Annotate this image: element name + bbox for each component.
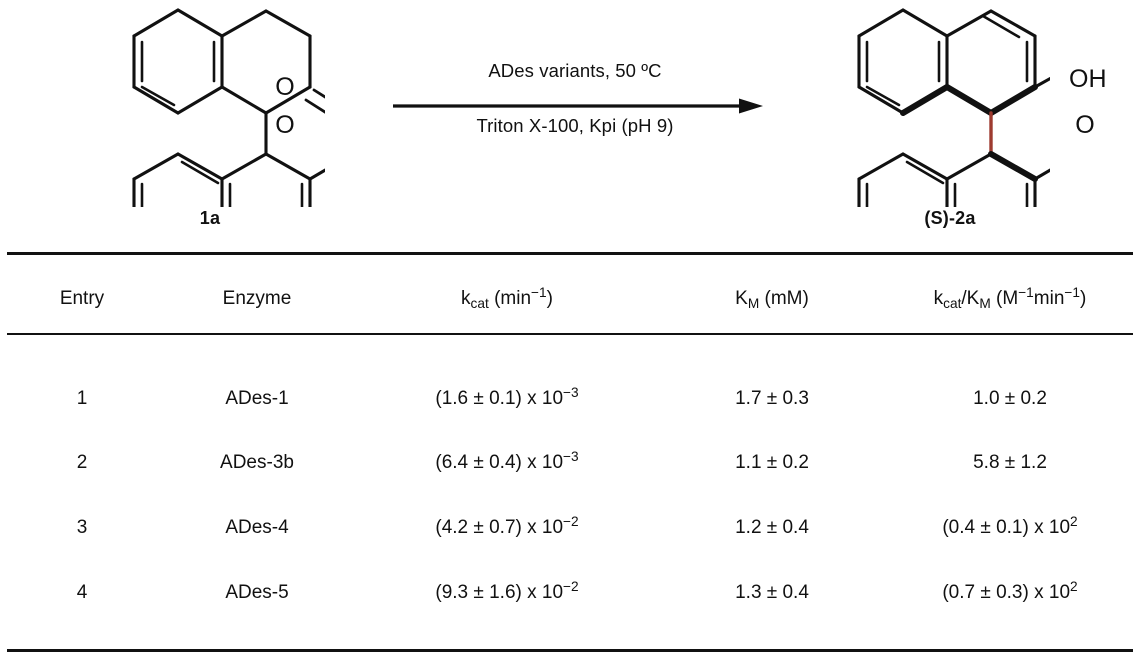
- kcat-symbol: k: [461, 288, 471, 309]
- product-hydroxyl-label: OH: [1067, 62, 1123, 96]
- cell-kcat-km: (0.7 ± 0.3) x 102: [887, 560, 1133, 625]
- kcat-value: (9.3 ± 1.6) x 10: [435, 581, 564, 603]
- cell-kcat: (6.4 ± 0.4) x 10−3: [357, 430, 657, 495]
- table-row: 2 ADes-3b (6.4 ± 0.4) x 10−3 1.1 ± 0.2 5…: [7, 430, 1133, 495]
- kcatkm-k-symbol: k: [933, 288, 944, 309]
- kcatkm-units-exp2: −1: [1064, 284, 1080, 300]
- cell-kcat-km: 5.8 ± 1.2: [887, 430, 1133, 495]
- column-header-km: KM (mM): [657, 268, 887, 330]
- km-subscript: M: [747, 295, 760, 311]
- cell-enzyme: ADes-1: [225, 388, 289, 409]
- kcatkm-value: 5.8 ± 1.2: [973, 451, 1047, 473]
- kcat-units-exponent: −1: [531, 284, 547, 300]
- kcatkm-slash: /K: [961, 288, 980, 309]
- kcatkm-units-mid: min: [1033, 288, 1065, 309]
- cell-km: 1.3 ± 0.4: [735, 581, 809, 603]
- column-header-entry: Entry: [59, 288, 105, 309]
- kcat-subscript: cat: [470, 295, 489, 311]
- svg-text:O: O: [275, 111, 294, 139]
- table-row: 1 ADes-1 (1.6 ± 0.1) x 10−3 1.7 ± 0.3 1.…: [7, 330, 1133, 430]
- cell-km: 1.1 ± 0.2: [735, 451, 809, 473]
- kcat-value: (6.4 ± 0.4) x 10: [435, 451, 564, 473]
- reaction-arrow-group: ADes variants, 50 ºC Triton X-100, Kpi (…: [360, 48, 790, 158]
- kcatkm-value: (0.7 ± 0.3) x 10: [942, 581, 1071, 603]
- svg-text:O: O: [275, 73, 294, 101]
- kcat-exponent: −2: [563, 513, 579, 529]
- cell-enzyme: ADes-3b: [220, 451, 294, 473]
- cell-kcat: (4.2 ± 0.7) x 10−2: [357, 495, 657, 560]
- cell-km: 1.2 ± 0.4: [735, 516, 809, 538]
- cell-enzyme: ADes-5: [225, 581, 289, 603]
- cell-entry: 3: [76, 516, 88, 538]
- column-header-kcat: kcat (min−1): [357, 268, 657, 330]
- kcatkm-units-post: ): [1080, 288, 1087, 309]
- cell-entry: 4: [76, 581, 88, 603]
- substrate-label: 1a: [199, 208, 221, 228]
- reaction-conditions-top: ADes variants, 50 ºC: [488, 60, 662, 81]
- table-bottom-rule: [7, 649, 1133, 652]
- kcat-units-post: ): [546, 288, 553, 309]
- substrate-methoxy-oxygen: O: [268, 108, 302, 142]
- kcat-exponent: −2: [563, 578, 579, 594]
- km-units: (mM): [759, 288, 809, 309]
- kcat-exponent: −3: [563, 384, 579, 400]
- kcatkm-exponent: 2: [1070, 578, 1078, 594]
- column-header-enzyme: Enzyme: [222, 288, 292, 309]
- kcatkm-value: 1.0 ± 0.2: [973, 388, 1047, 409]
- product-structure: [820, 2, 1050, 207]
- svg-text:O: O: [1075, 111, 1094, 139]
- kcatkm-value: (0.4 ± 0.1) x 10: [942, 516, 1071, 538]
- cell-kcat-km: 1.0 ± 0.2: [887, 330, 1133, 430]
- kcatkm-m-subscript: M: [979, 295, 991, 311]
- cell-entry: 2: [76, 451, 88, 473]
- table-row: 4 ADes-5 (9.3 ± 1.6) x 10−2 1.3 ± 0.4 (0…: [7, 560, 1133, 625]
- substrate-ketone-oxygen: O: [268, 70, 302, 104]
- kcat-value: (1.6 ± 0.1) x 10: [435, 388, 564, 409]
- km-symbol: K: [735, 288, 748, 309]
- kcat-value: (4.2 ± 0.7) x 10: [435, 516, 564, 538]
- kcatkm-units-pre: (M: [990, 288, 1019, 309]
- table-row: 3 ADes-4 (4.2 ± 0.7) x 10−2 1.2 ± 0.4 (0…: [7, 495, 1133, 560]
- kinetics-table: Entry Enzyme kcat (min−1) KM (mM) kcat/K…: [7, 268, 1133, 625]
- table-top-rule: [7, 252, 1133, 255]
- kcat-units-pre: (min: [488, 288, 532, 309]
- cell-entry: 1: [76, 388, 88, 409]
- kcatkm-units-exp1: −1: [1018, 284, 1034, 300]
- reaction-arrow-icon: [393, 98, 763, 114]
- cell-kcat-km: (0.4 ± 0.1) x 102: [887, 495, 1133, 560]
- kcatkm-exponent: 2: [1070, 513, 1078, 529]
- table-header-rule: [7, 333, 1133, 335]
- substrate-structure: [95, 2, 325, 207]
- cell-km: 1.7 ± 0.3: [735, 388, 809, 409]
- column-header-kcat-km: kcat/KM (M−1min−1): [887, 268, 1133, 330]
- cell-kcat: (9.3 ± 1.6) x 10−2: [357, 560, 657, 625]
- table-header-row: Entry Enzyme kcat (min−1) KM (mM) kcat/K…: [7, 268, 1133, 330]
- kcat-exponent: −3: [563, 448, 579, 464]
- product-methoxy-oxygen: O: [1068, 108, 1102, 142]
- cell-kcat: (1.6 ± 0.1) x 10−3: [357, 330, 657, 430]
- reaction-conditions-bottom: Triton X-100, Kpi (pH 9): [476, 115, 674, 136]
- svg-text:OH: OH: [1069, 65, 1107, 93]
- product-label: (S)-2a: [924, 208, 976, 228]
- kcatkm-cat-subscript: cat: [943, 295, 962, 311]
- reaction-scheme: O O 1a ADes variants, 50 ºC Triton X-100…: [0, 0, 1140, 250]
- cell-enzyme: ADes-4: [225, 516, 289, 538]
